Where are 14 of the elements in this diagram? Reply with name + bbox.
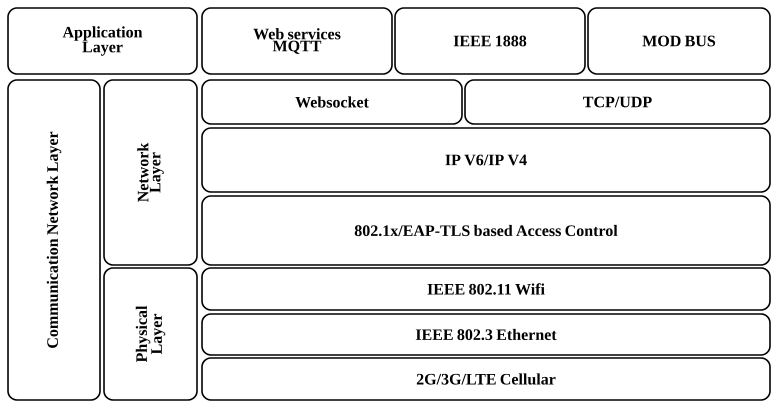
- layer-box: Web services MQTT: [201, 7, 393, 75]
- layer-box: IEEE 802.11 Wifi: [201, 267, 771, 311]
- layer-box: Physical Layer: [103, 267, 198, 401]
- layer-box: TCP/UDP: [464, 79, 771, 125]
- layer-box: Application Layer: [7, 7, 198, 75]
- layer-box: Websocket: [201, 79, 463, 125]
- layer-box: IP V6/IP V4: [201, 127, 771, 193]
- layer-box: IEEE 1888: [394, 7, 586, 75]
- layer-box: MOD BUS: [587, 7, 771, 75]
- layer-box: Network Layer: [103, 79, 198, 266]
- layer-box: 802.1x/EAP-TLS based Access Control: [201, 195, 771, 266]
- layer-box: Communication Network Layer: [7, 79, 101, 401]
- layer-box: IEEE 802.3 Ethernet: [201, 313, 771, 356]
- layer-box: 2G/3G/LTE Cellular: [201, 357, 771, 401]
